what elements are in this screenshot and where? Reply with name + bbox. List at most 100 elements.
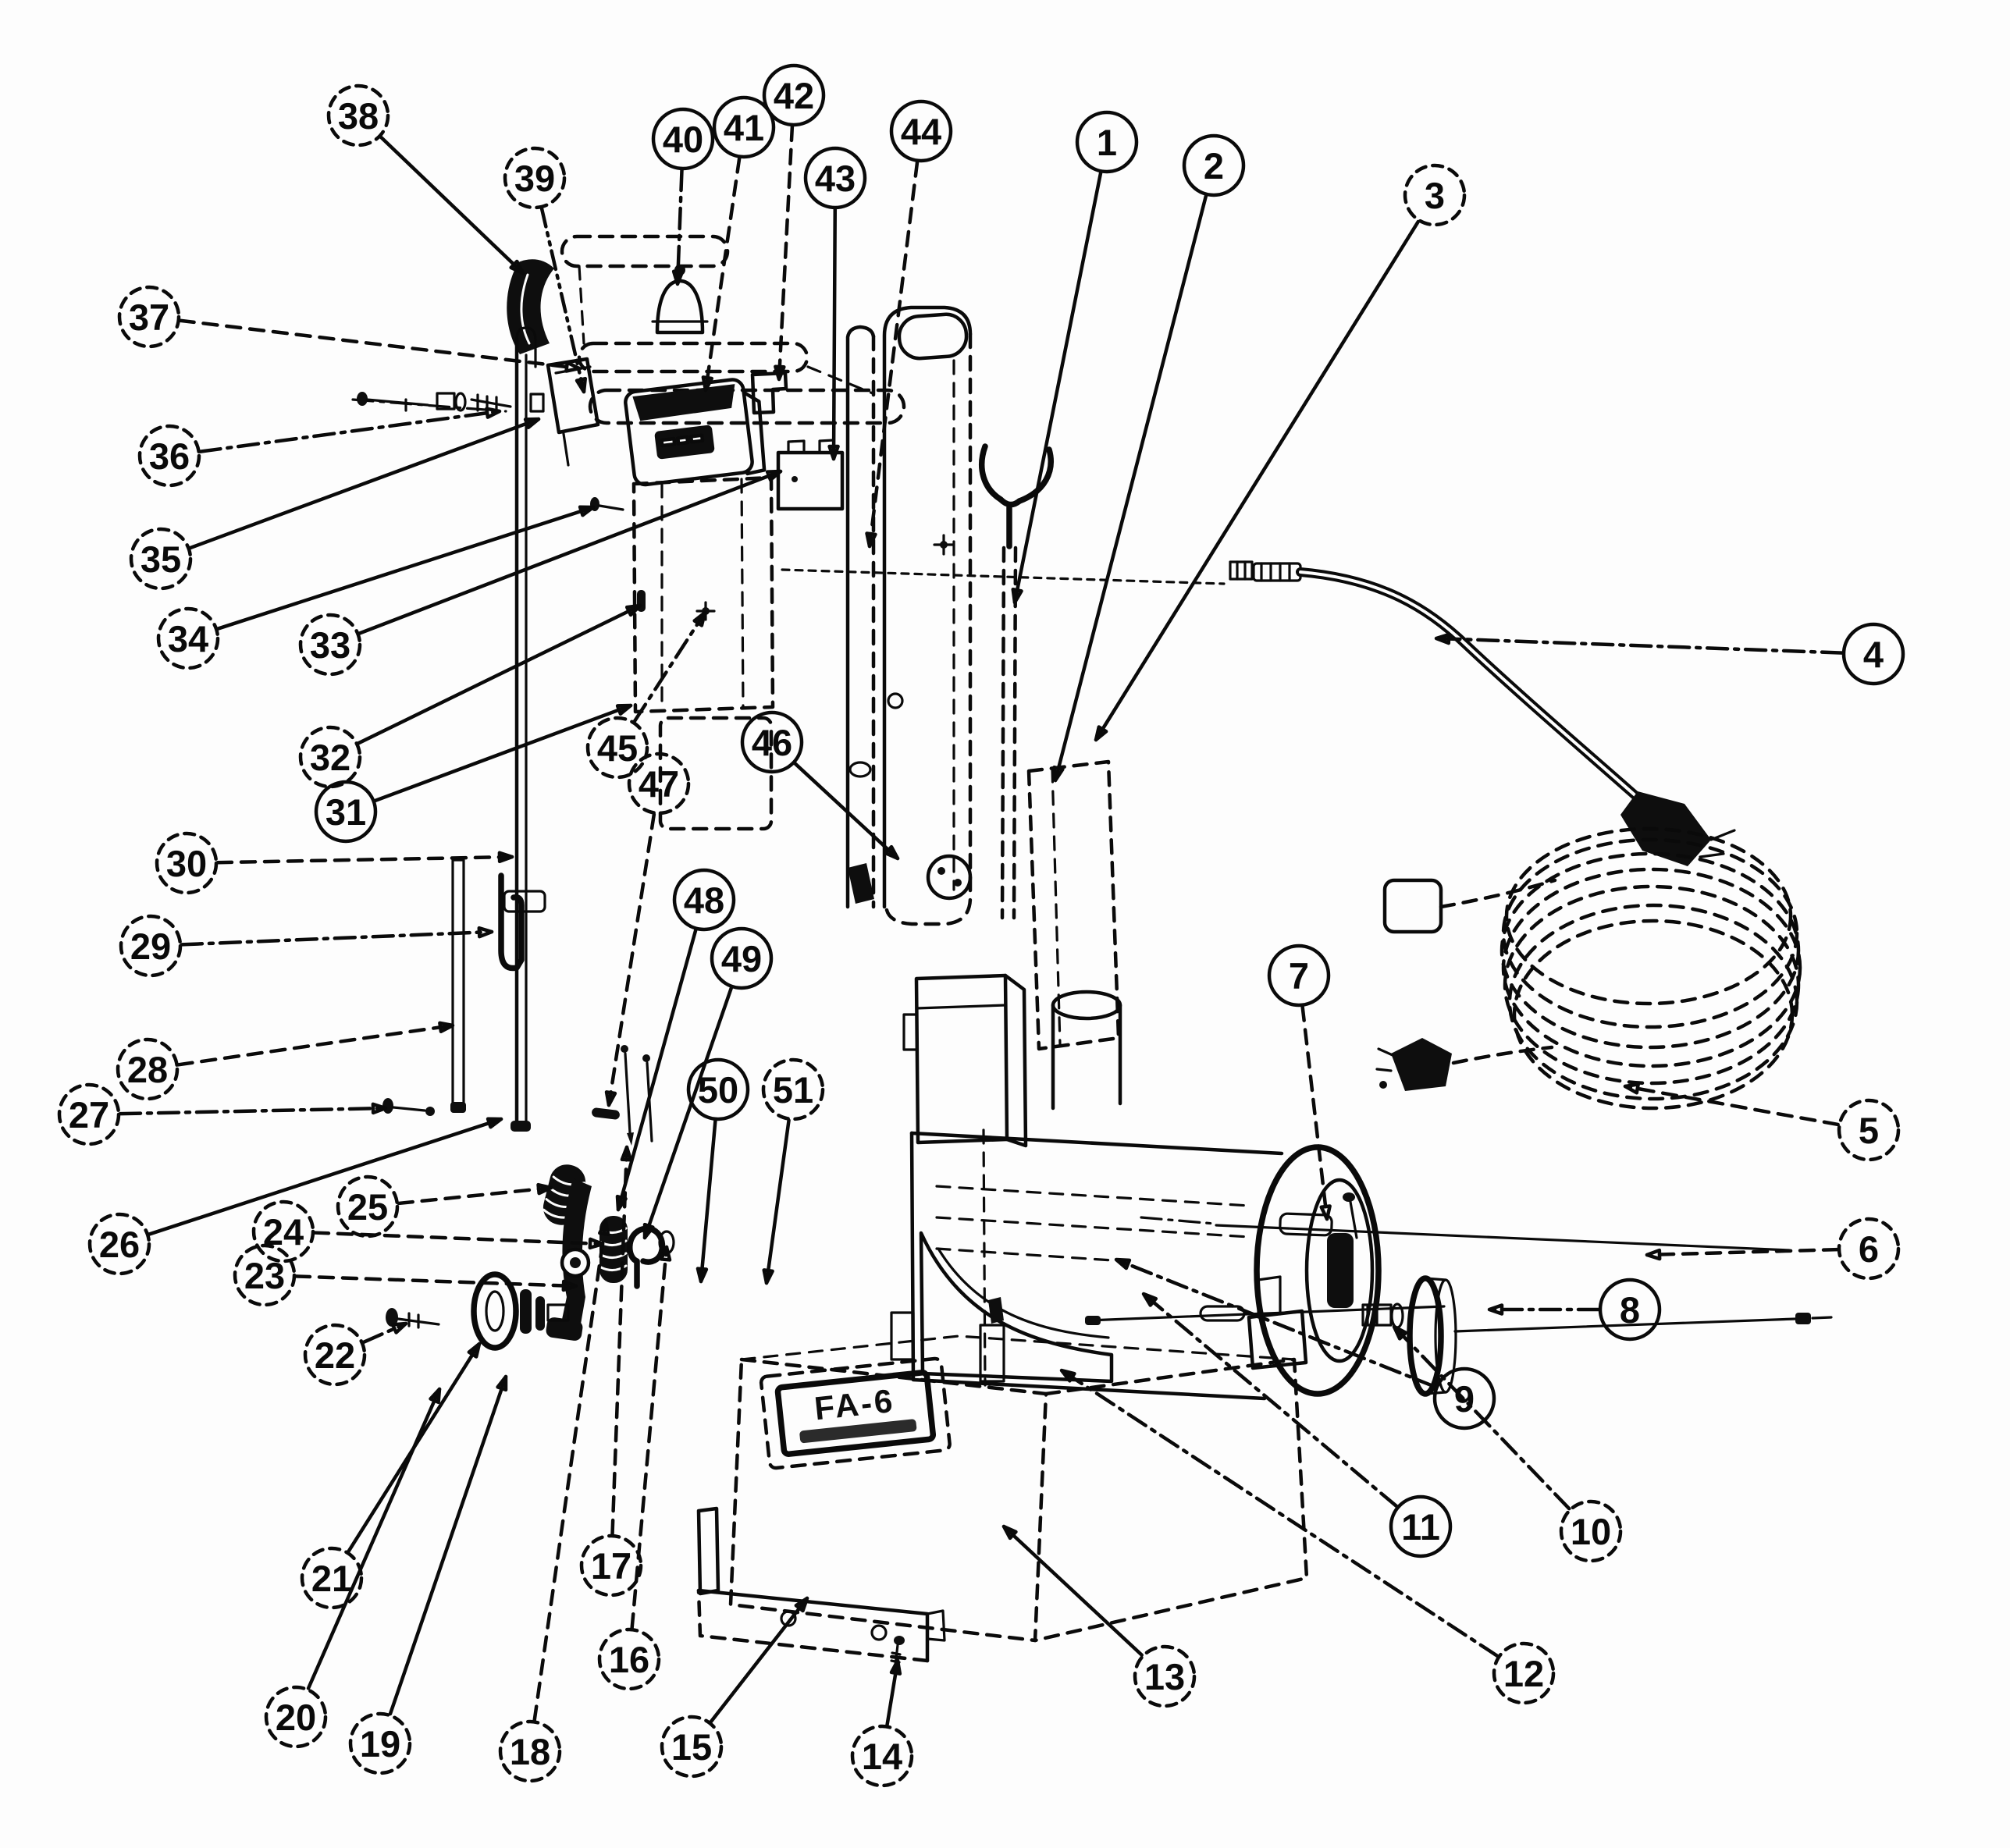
leader-arrow-5 [1623, 1082, 1640, 1095]
leader-line-44 [867, 160, 920, 549]
callout-number-41: 41 [724, 107, 764, 148]
callout-number-31: 31 [326, 791, 366, 833]
power-cord-coil [1375, 826, 1802, 1111]
callout-ring-50 [686, 1057, 750, 1121]
callout-4: 4 [1434, 622, 1905, 686]
leader-arrow-35 [523, 417, 541, 429]
callout-30: 30 [155, 831, 514, 895]
callout-ring-5 [1837, 1098, 1901, 1162]
leader-arrow-36 [485, 407, 502, 419]
leader-arrow-3 [1094, 725, 1108, 742]
callout-number-7: 7 [1289, 955, 1309, 997]
machine-label: FA-6 [813, 1382, 896, 1427]
flanged-wheel [1361, 1275, 1833, 1397]
callout-15: 15 [660, 1596, 809, 1779]
callout-number-11: 11 [1401, 1506, 1440, 1548]
leader-line-43 [831, 207, 838, 461]
callout-44: 44 [865, 99, 953, 549]
callout-ring-40 [651, 107, 715, 171]
l-bracket [750, 371, 788, 415]
leader-line-21 [347, 1342, 482, 1554]
callout-ring-17 [579, 1533, 643, 1597]
callout-number-51: 51 [773, 1069, 813, 1111]
callout-number-5: 5 [1859, 1110, 1879, 1151]
leader-arrow-43 [827, 444, 840, 461]
leader-arrow-15 [794, 1596, 809, 1613]
leader-arrow-2 [1052, 765, 1065, 783]
leader-line-3 [1094, 219, 1421, 742]
callout-number-4: 4 [1863, 634, 1884, 675]
leader-arrow-45 [692, 610, 707, 627]
slide-plate [1026, 759, 1121, 1051]
callout-ring-14 [850, 1724, 914, 1788]
callout-ring-12 [1492, 1641, 1556, 1705]
callout-ring-1 [1075, 110, 1139, 174]
callout-number-34: 34 [168, 618, 208, 659]
leader-arrow-13 [1001, 1524, 1018, 1541]
leader-line-5 [1623, 1084, 1840, 1127]
callout-ring-37 [117, 285, 181, 349]
callout-number-14: 14 [862, 1736, 902, 1777]
callout-ring-33 [298, 613, 362, 677]
leader-arrow-16 [659, 1245, 672, 1262]
leader-arrow-37 [564, 361, 582, 373]
column [848, 305, 973, 926]
callout-6: 6 [1645, 1217, 1901, 1281]
callout-number-19: 19 [360, 1723, 400, 1764]
callout-ring-19 [348, 1711, 412, 1775]
leader-arrow-24 [588, 1237, 605, 1250]
callout-ring-42 [762, 63, 826, 127]
leader-line-31 [373, 703, 633, 803]
leader-line-18 [532, 1219, 608, 1722]
leader-arrow-19 [496, 1374, 508, 1392]
leader-arrow-21 [467, 1342, 482, 1359]
callout-16: 16 [597, 1245, 672, 1691]
leader-arrow-38 [509, 259, 525, 275]
leader-line-22 [361, 1321, 408, 1345]
callout-number-2: 2 [1204, 145, 1224, 187]
leader-line-32 [356, 603, 642, 745]
leader-line-46 [793, 761, 900, 861]
lever-cluster [386, 1045, 675, 1351]
callout-ring-46 [740, 710, 804, 774]
leader-arrow-18 [598, 1219, 610, 1236]
callout-37: 37 [117, 285, 582, 373]
leader-line-38 [379, 135, 525, 275]
callout-36: 36 [137, 407, 502, 488]
callout-ring-13 [1133, 1644, 1197, 1708]
leader-arrow-29 [477, 926, 494, 939]
leader-arrow-31 [615, 703, 633, 716]
leader-arrow-11 [1141, 1292, 1158, 1307]
leader-arrow-34 [578, 505, 596, 517]
leader-line-15 [709, 1596, 809, 1724]
callout-17: 17 [579, 1145, 643, 1597]
leader-arrow-10 [1392, 1324, 1408, 1341]
leader-line-9 [1114, 1257, 1438, 1389]
callout-number-25: 25 [347, 1186, 388, 1228]
leader-line-20 [306, 1387, 442, 1690]
callout-12: 12 [1059, 1368, 1556, 1705]
callout-number-22: 22 [315, 1334, 355, 1376]
leader-line-37 [178, 318, 582, 371]
callout-10: 10 [1392, 1324, 1623, 1563]
leader-arrow-8 [1487, 1303, 1504, 1316]
leader-arrow-1 [1011, 587, 1023, 605]
callout-ring-48 [672, 868, 736, 932]
callout-ring-9 [1432, 1366, 1496, 1430]
leader-arrow-7 [1319, 1204, 1332, 1221]
switch-box [624, 378, 767, 487]
guide-plate [845, 325, 876, 909]
leader-arrow-49 [642, 1222, 655, 1240]
callout-42: 42 [762, 63, 826, 382]
callout-49: 49 [642, 926, 774, 1240]
leader-line-6 [1645, 1247, 1840, 1257]
leader-line-27 [118, 1106, 388, 1116]
callout-ring-41 [712, 95, 776, 159]
callout-number-48: 48 [684, 880, 724, 921]
terminal-block [590, 439, 845, 511]
leader-line-47 [607, 812, 656, 1107]
callout-number-6: 6 [1859, 1228, 1879, 1270]
callout-28: 28 [116, 1021, 455, 1101]
leader-arrow-22 [390, 1321, 408, 1334]
callout-1: 1 [1011, 110, 1139, 605]
